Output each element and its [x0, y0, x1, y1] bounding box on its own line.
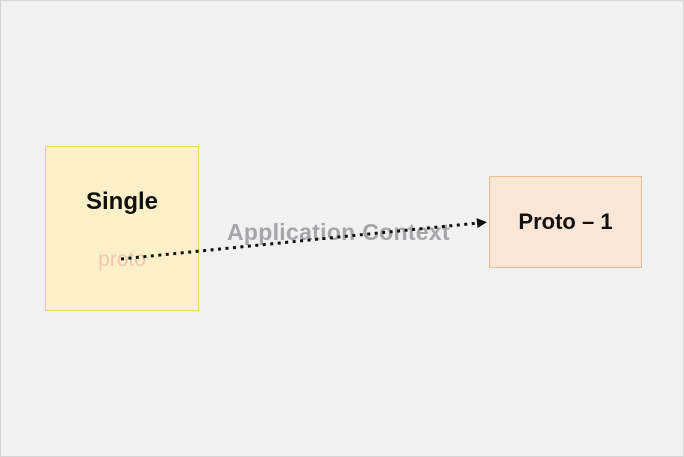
singleton-box: Single proto: [45, 146, 199, 311]
singleton-label: Single: [85, 188, 158, 215]
prototype-label: Proto – 1: [518, 209, 613, 234]
singleton-proto-label: proto: [98, 248, 146, 271]
prototype-box: Proto – 1: [489, 176, 642, 268]
application-context-label: Application Context: [227, 219, 450, 245]
